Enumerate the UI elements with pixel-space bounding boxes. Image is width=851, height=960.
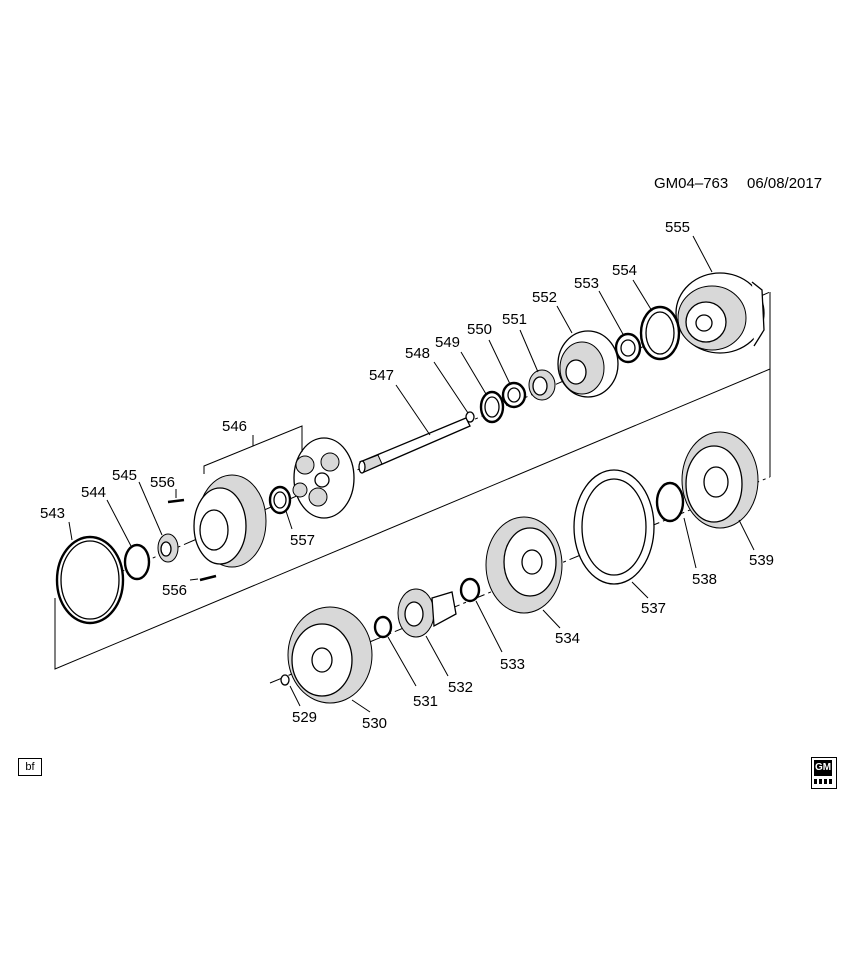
callout-545: 545: [112, 467, 137, 484]
part-548-ring: [465, 411, 475, 423]
callout-538: 538: [692, 571, 717, 588]
callout-555: 555: [665, 219, 690, 236]
part-553-washer: [614, 332, 642, 364]
part-556-bolts: [167, 498, 217, 582]
part-554-ring: [639, 305, 681, 361]
callout-543: 543: [40, 505, 65, 522]
part-547-shaft: [358, 417, 471, 474]
corner-tag: bf: [18, 758, 42, 776]
callout-531: 531: [413, 693, 438, 710]
gm-logo-bar: [814, 779, 832, 784]
leader-lines: [68, 235, 755, 713]
callout-544: 544: [81, 484, 106, 501]
drawing-date: 06/08/2017: [747, 175, 822, 192]
part-533-washer: [459, 577, 481, 603]
callout-546: 546: [222, 418, 247, 435]
callout-labels: 555 554 553 552 551 550 549 548 547 546 …: [40, 219, 774, 732]
part-537-plate: [573, 469, 655, 585]
part-550-washer: [501, 381, 527, 409]
part-539-clutch: [681, 431, 759, 529]
callout-537: 537: [641, 600, 666, 617]
part-532-hub: [397, 588, 457, 638]
gm-logo: GM: [811, 757, 837, 789]
drawing-id: GM04–763: [654, 175, 728, 192]
callout-550: 550: [467, 321, 492, 338]
part-529-ring: [280, 674, 290, 686]
callout-529: 529: [292, 709, 317, 726]
part-551-bearing: [528, 369, 556, 401]
callout-551: 551: [502, 311, 527, 328]
part-ring-gear: [193, 474, 267, 568]
callout-556-upper: 556: [150, 474, 175, 491]
callout-553: 553: [574, 275, 599, 292]
part-534-drum: [485, 516, 563, 614]
gm-logo-text: GM: [814, 760, 832, 776]
callout-530: 530: [362, 715, 387, 732]
part-549-washer: [479, 390, 505, 424]
callout-557: 557: [290, 532, 315, 549]
callout-534: 534: [555, 630, 580, 647]
callout-549: 549: [435, 334, 460, 351]
callout-539: 539: [749, 552, 774, 569]
callout-552: 552: [532, 289, 557, 306]
callout-532: 532: [448, 679, 473, 696]
callout-548: 548: [405, 345, 430, 362]
callout-554: 554: [612, 262, 637, 279]
part-546-planetary: [292, 437, 355, 519]
part-530-drum: [287, 606, 373, 704]
callout-547: 547: [369, 367, 394, 384]
part-543-ring: [55, 535, 125, 625]
part-552-carrier: [557, 330, 619, 398]
part-557-washer: [268, 485, 292, 515]
part-538-ring: [655, 481, 685, 523]
part-545-gear: [157, 533, 179, 563]
part-555-housing: [675, 272, 765, 354]
part-544-ring: [123, 543, 151, 581]
part-531-washer: [373, 615, 393, 639]
callout-533: 533: [500, 656, 525, 673]
callout-556-lower: 556: [162, 582, 187, 599]
